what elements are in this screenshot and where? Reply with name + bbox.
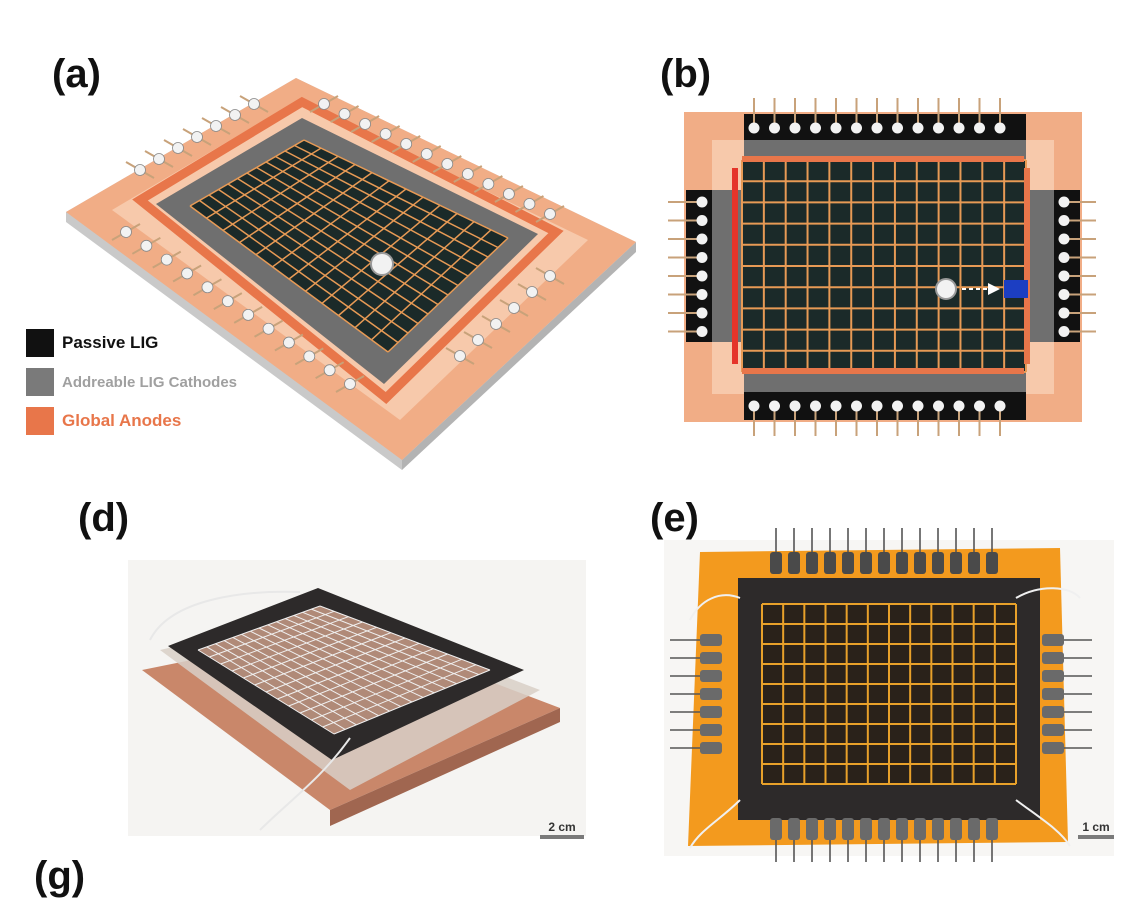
droplet-b <box>935 278 957 300</box>
droplet-a <box>370 252 394 276</box>
panel-label-b: (b) <box>660 52 712 96</box>
legend-item-cathodes: Addreable LIG Cathodes <box>26 367 237 397</box>
legend-item-passive: Passive LIG <box>26 328 237 358</box>
scalebar-e: 1 cm <box>1078 820 1114 839</box>
scalebar-d-bar <box>540 835 584 839</box>
panel-label-a: (a) <box>52 52 101 96</box>
legend-swatch-anodes <box>26 407 54 435</box>
highlight-cell-b <box>1004 280 1028 298</box>
scalebar-d-label: 2 cm <box>548 820 576 834</box>
legend-swatch-passive <box>26 329 54 357</box>
legend-label-passive: Passive LIG <box>62 333 159 352</box>
arrow-icon <box>988 283 1000 295</box>
anode-frame-a <box>132 96 564 405</box>
scalebar-e-label: 1 cm <box>1082 820 1110 834</box>
legend: Passive LIG Addreable LIG Cathodes Globa… <box>26 328 237 445</box>
legend-label-cathodes: Addreable LIG Cathodes <box>62 373 238 391</box>
panel-label-e: (e) <box>650 496 699 540</box>
legend-swatch-cathodes <box>26 368 54 396</box>
legend-item-anodes: Global Anodes <box>26 406 237 436</box>
anode-left-b <box>732 168 738 364</box>
scalebar-d: 2 cm <box>540 820 584 839</box>
scalebar-e-bar <box>1078 835 1114 839</box>
legend-label-anodes: Global Anodes <box>62 411 182 430</box>
panel-label-d: (d) <box>78 496 130 540</box>
